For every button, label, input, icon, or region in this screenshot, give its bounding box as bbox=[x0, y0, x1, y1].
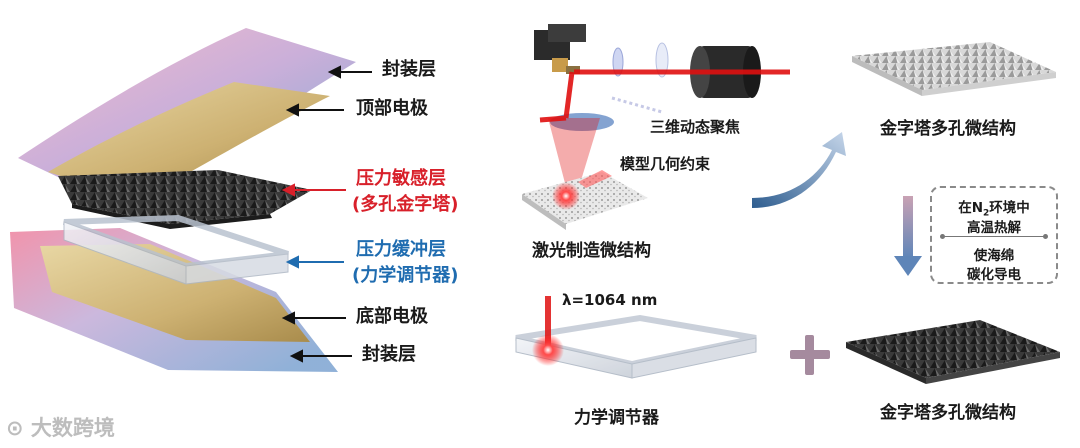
label-geometry-constraint: 模型几何约束 bbox=[620, 157, 710, 172]
process-line-1-post: 环境中 bbox=[989, 200, 1030, 216]
label-wavelength: λ=1064 nm bbox=[562, 293, 657, 308]
watermark: ⊙ 大数跨境 bbox=[6, 412, 115, 442]
plus-icon bbox=[790, 335, 830, 375]
label-regulator: 力学调节器 bbox=[574, 410, 659, 427]
label-buffer-layer: 压力缓冲层 bbox=[356, 241, 446, 259]
watermark-logo-icon: ⊙ bbox=[6, 416, 31, 440]
pyramid-structure-bottom-image bbox=[846, 320, 1060, 378]
laser-spark bbox=[532, 334, 564, 366]
label-pyramid-top: 金字塔多孔微结构 bbox=[880, 121, 1016, 138]
watermark-text: 大数跨境 bbox=[31, 416, 115, 440]
label-dynamic-focus: 三维动态聚焦 bbox=[650, 120, 740, 135]
process-box: 在N2环境中 高温热解 使海绵 碳化导电 bbox=[930, 186, 1058, 284]
process-line-1-pre: 在N bbox=[958, 200, 983, 216]
process-line-2: 高温热解 bbox=[932, 216, 1056, 236]
label-laser-fabrication: 激光制造微结构 bbox=[532, 243, 651, 260]
curved-arrow bbox=[752, 132, 846, 208]
red-pointer-arrow bbox=[284, 185, 346, 195]
label-sensing-layer-sub: (多孔金字塔) bbox=[352, 196, 458, 214]
label-sensing-layer: 压力敏感层 bbox=[356, 170, 446, 188]
label-encapsulation-top: 封装层 bbox=[382, 61, 436, 79]
process-line-3: 使海绵 bbox=[932, 244, 1056, 264]
blue-pointer-arrow bbox=[288, 257, 344, 267]
label-bottom-electrode: 底部电极 bbox=[356, 308, 428, 326]
label-top-electrode: 顶部电极 bbox=[356, 100, 428, 118]
label-pyramid-bottom: 金字塔多孔微结构 bbox=[880, 405, 1016, 422]
pyramid-sensing-layer bbox=[58, 170, 312, 224]
down-arrow-icon bbox=[894, 196, 922, 276]
label-encapsulation-bottom: 封装层 bbox=[362, 346, 416, 364]
pyramid-structure-top-image bbox=[852, 42, 1056, 90]
process-divider bbox=[942, 236, 1046, 237]
focus-arrow bbox=[612, 98, 662, 112]
label-buffer-layer-sub: (力学调节器) bbox=[352, 267, 458, 285]
process-line-4: 碳化导电 bbox=[932, 263, 1056, 283]
scanner-head bbox=[534, 24, 586, 74]
